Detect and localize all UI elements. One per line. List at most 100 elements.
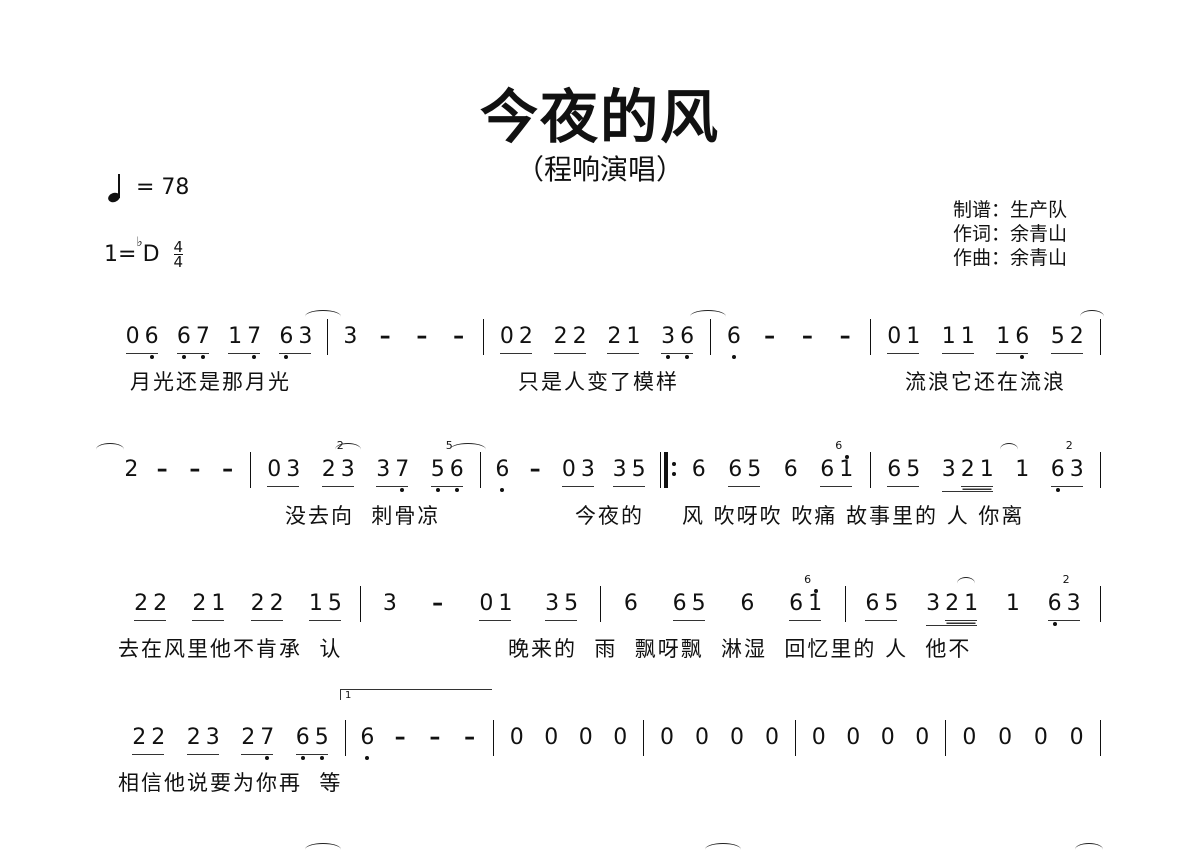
measure: 3––– bbox=[327, 325, 483, 365]
credit-lyricist: 作词：余青山 bbox=[953, 223, 1068, 245]
note: 3 bbox=[343, 324, 358, 349]
note: 7 bbox=[260, 726, 274, 760]
lyric-line: 晚来的 雨 飘呀飘 淋湿 回忆里的 人 他不 bbox=[508, 637, 972, 661]
note: 5 bbox=[1050, 324, 1065, 349]
note: 3 bbox=[545, 591, 560, 616]
song-subtitle: （程响演唱） bbox=[515, 153, 684, 186]
tie-arc bbox=[1080, 310, 1104, 323]
barline bbox=[845, 586, 846, 622]
note: 6 bbox=[727, 325, 741, 359]
note: 3 bbox=[612, 457, 627, 482]
lyric-line: 没去向 刺骨凉 bbox=[285, 504, 441, 528]
sustain-dash: – bbox=[839, 324, 851, 349]
low-octave-dot bbox=[666, 355, 671, 359]
note: 6 bbox=[728, 457, 743, 482]
note: 0 bbox=[846, 725, 861, 750]
note: 0 bbox=[509, 725, 524, 750]
note: 0 bbox=[915, 725, 930, 750]
note: 1 bbox=[996, 324, 1011, 349]
barline bbox=[600, 586, 601, 622]
note: 5 bbox=[906, 457, 921, 482]
low-octave-dot bbox=[1020, 355, 1025, 359]
note: 6 bbox=[691, 457, 706, 482]
note: 6 bbox=[360, 726, 374, 760]
measure: 2––– bbox=[110, 458, 250, 498]
note: 0 bbox=[125, 324, 140, 349]
key-note: D bbox=[142, 242, 160, 267]
note: 2 bbox=[607, 324, 622, 349]
sustain-dash: – bbox=[429, 725, 441, 750]
note: 3 bbox=[298, 324, 313, 349]
note: 6 bbox=[783, 457, 798, 482]
note: 0 bbox=[880, 725, 895, 750]
note: 6 bbox=[865, 591, 880, 616]
low-octave-dot bbox=[252, 355, 257, 359]
note: 2 bbox=[518, 324, 533, 349]
note: 0 bbox=[499, 324, 514, 349]
note: 0 bbox=[1033, 725, 1048, 750]
lyric-line: 今夜的 bbox=[575, 504, 644, 528]
note: 2 bbox=[186, 725, 201, 750]
lyric-line: 去在风里他不肯承 认 bbox=[118, 637, 343, 661]
grace-note: 5 bbox=[445, 439, 453, 452]
barline bbox=[945, 720, 946, 756]
note: 3 bbox=[661, 325, 675, 359]
note: 0 bbox=[811, 725, 826, 750]
low-octave-dot bbox=[181, 355, 186, 359]
note: 6 bbox=[177, 325, 191, 359]
note: 0 bbox=[561, 457, 576, 482]
flat-sign: ♭ bbox=[136, 235, 143, 250]
grace-note: 2 bbox=[1065, 439, 1073, 452]
tie-arc bbox=[450, 443, 486, 456]
note: 1 bbox=[979, 457, 994, 482]
note: 6 bbox=[279, 325, 293, 359]
note: 2 bbox=[1069, 324, 1084, 349]
sustain-dash: – bbox=[222, 457, 234, 482]
low-octave-dot bbox=[319, 756, 324, 760]
barline bbox=[710, 319, 711, 355]
barline bbox=[870, 319, 871, 355]
note: 5 bbox=[631, 457, 646, 482]
sustain-dash: – bbox=[432, 591, 444, 616]
note: 3 bbox=[382, 591, 397, 616]
note: 0 bbox=[660, 725, 674, 750]
low-octave-dot bbox=[1055, 488, 1060, 492]
note: 0 bbox=[887, 324, 902, 349]
lyric-line: 风 吹呀吹 吹痛 故事里的 人 你离 bbox=[682, 504, 1025, 528]
low-octave-dot bbox=[500, 488, 505, 492]
note: 0 bbox=[544, 725, 559, 750]
barline bbox=[345, 720, 346, 756]
note: 3 bbox=[580, 457, 595, 482]
note: 0 bbox=[479, 591, 494, 616]
note: 6 bbox=[680, 325, 694, 359]
first-ending-bracket: 1 bbox=[340, 689, 492, 701]
note: 0 bbox=[267, 457, 282, 482]
note: 2 bbox=[572, 324, 587, 349]
sustain-dash: – bbox=[464, 725, 476, 750]
credits: 制谱：生产队 作词：余青山 作曲：余青山 bbox=[953, 198, 1067, 270]
lyric-line: 只是人变了模样 bbox=[518, 370, 679, 394]
sustain-dash: – bbox=[529, 457, 541, 482]
